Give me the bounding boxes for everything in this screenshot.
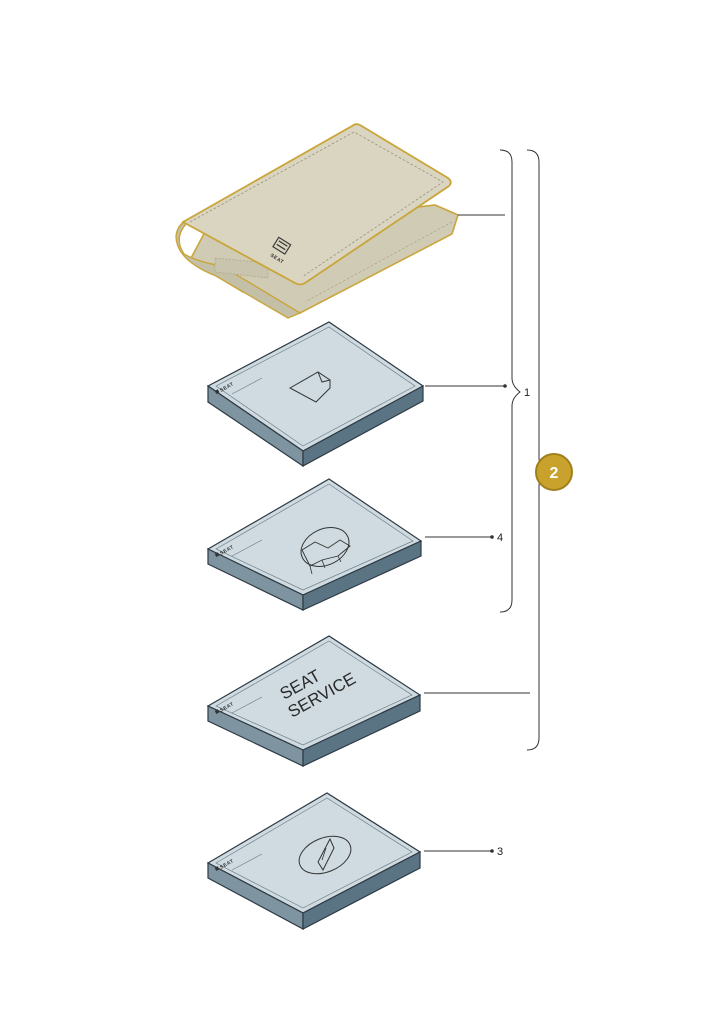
compass-icon xyxy=(298,835,352,875)
leader-lines xyxy=(424,214,530,853)
car-engine-icon xyxy=(300,527,351,575)
callout-1: 1 xyxy=(524,387,530,399)
bracket-item-2 xyxy=(526,149,548,751)
manual-book-navigation: SEAT xyxy=(206,792,422,931)
manual-book-document: SEAT xyxy=(206,321,425,468)
callout-4: 4 xyxy=(497,532,503,544)
manual-book-engine: SEAT xyxy=(206,478,423,611)
seat-logo-icon xyxy=(272,236,292,255)
document-wallet: SEAT xyxy=(175,123,459,319)
callout-2: 2 xyxy=(550,465,559,482)
document-icon xyxy=(288,371,331,403)
manual-book-service: SEAT SERVICE SEAT xyxy=(206,635,422,767)
callout-2-badge: 2 xyxy=(535,453,573,491)
bracket-item-1 xyxy=(499,149,521,613)
callout-3: 3 xyxy=(497,846,503,858)
